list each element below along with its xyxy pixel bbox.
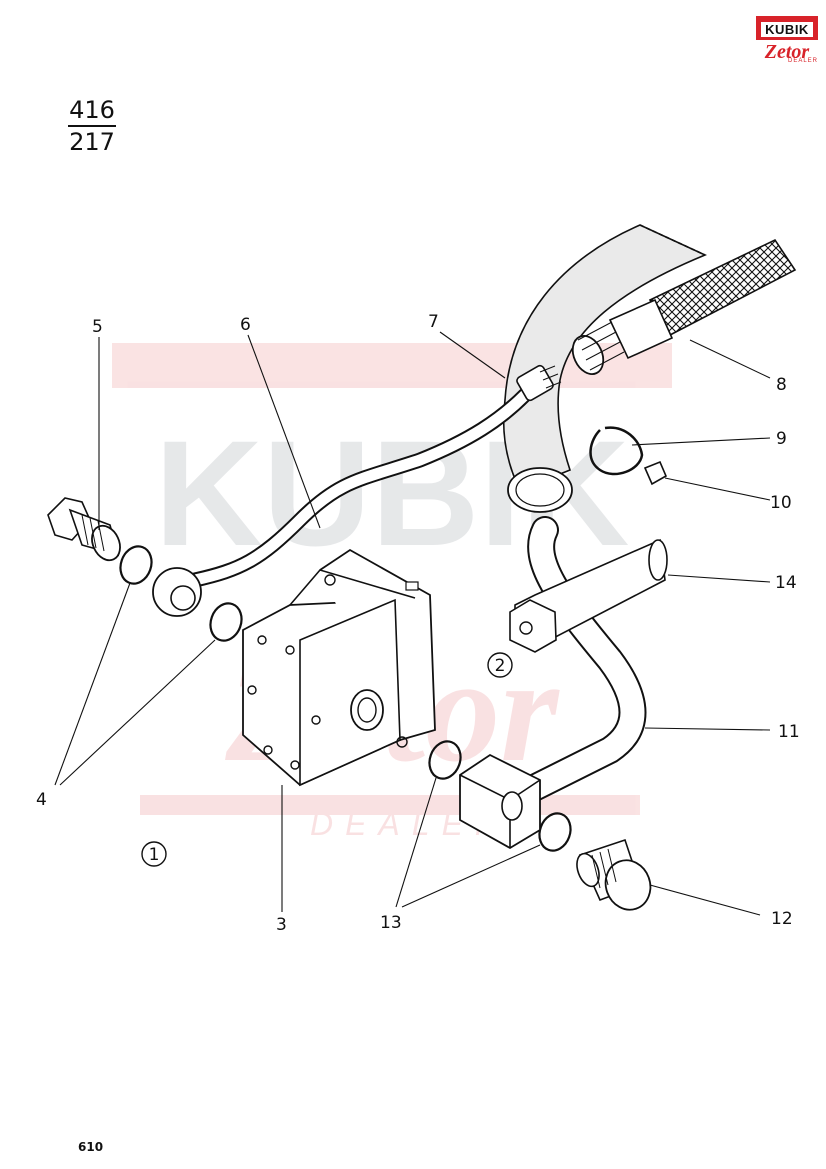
group-marker-2: 2: [495, 656, 506, 676]
hydraulic-pump-3: [242, 548, 436, 787]
group-marker-1: 1: [149, 845, 160, 865]
logo-zetor: Zetor: [764, 41, 810, 63]
page-number-top: 416: [68, 96, 116, 127]
pressure-hose: [571, 238, 797, 375]
pressure-pipe: [152, 364, 562, 617]
callout-6: 6: [240, 315, 251, 335]
callout-5: 5: [92, 317, 103, 337]
seal-13a: [428, 740, 462, 780]
page-number-bottom: 217: [69, 128, 115, 156]
clip-tab-10: [643, 460, 668, 486]
banjo-bolt-5: [47, 497, 121, 562]
seal-4b: [209, 602, 243, 642]
callout-11: 11: [778, 722, 800, 742]
suction-pipe-11: [459, 516, 647, 850]
footer-code: 610: [78, 1140, 104, 1154]
banjo-bolt-12: [576, 838, 652, 911]
callout-4: 4: [36, 790, 47, 810]
page-number: 416 217: [68, 96, 116, 156]
callout-14: 14: [775, 573, 797, 593]
group-marker-2-circle: [487, 652, 513, 678]
leader-lines: [54, 331, 771, 916]
logo-kubik: KUBIK: [756, 16, 818, 40]
fitting-14: [509, 538, 668, 653]
group-marker-1-circle: [141, 841, 167, 867]
callout-9: 9: [776, 429, 787, 449]
callout-8: 8: [776, 375, 787, 395]
callout-7: 7: [428, 312, 439, 332]
suction-hose: [502, 224, 707, 513]
seal-13b: [538, 812, 572, 852]
dealer-logo: KUBIK Zetor DEALER: [756, 16, 818, 74]
hose-clip-9: [589, 426, 644, 476]
seal-4a: [119, 545, 153, 585]
callout-10: 10: [770, 493, 792, 513]
callout-3: 3: [276, 915, 287, 935]
callout-12: 12: [771, 909, 793, 929]
callout-13: 13: [380, 913, 402, 933]
logo-dealer: DEALER: [787, 58, 818, 64]
